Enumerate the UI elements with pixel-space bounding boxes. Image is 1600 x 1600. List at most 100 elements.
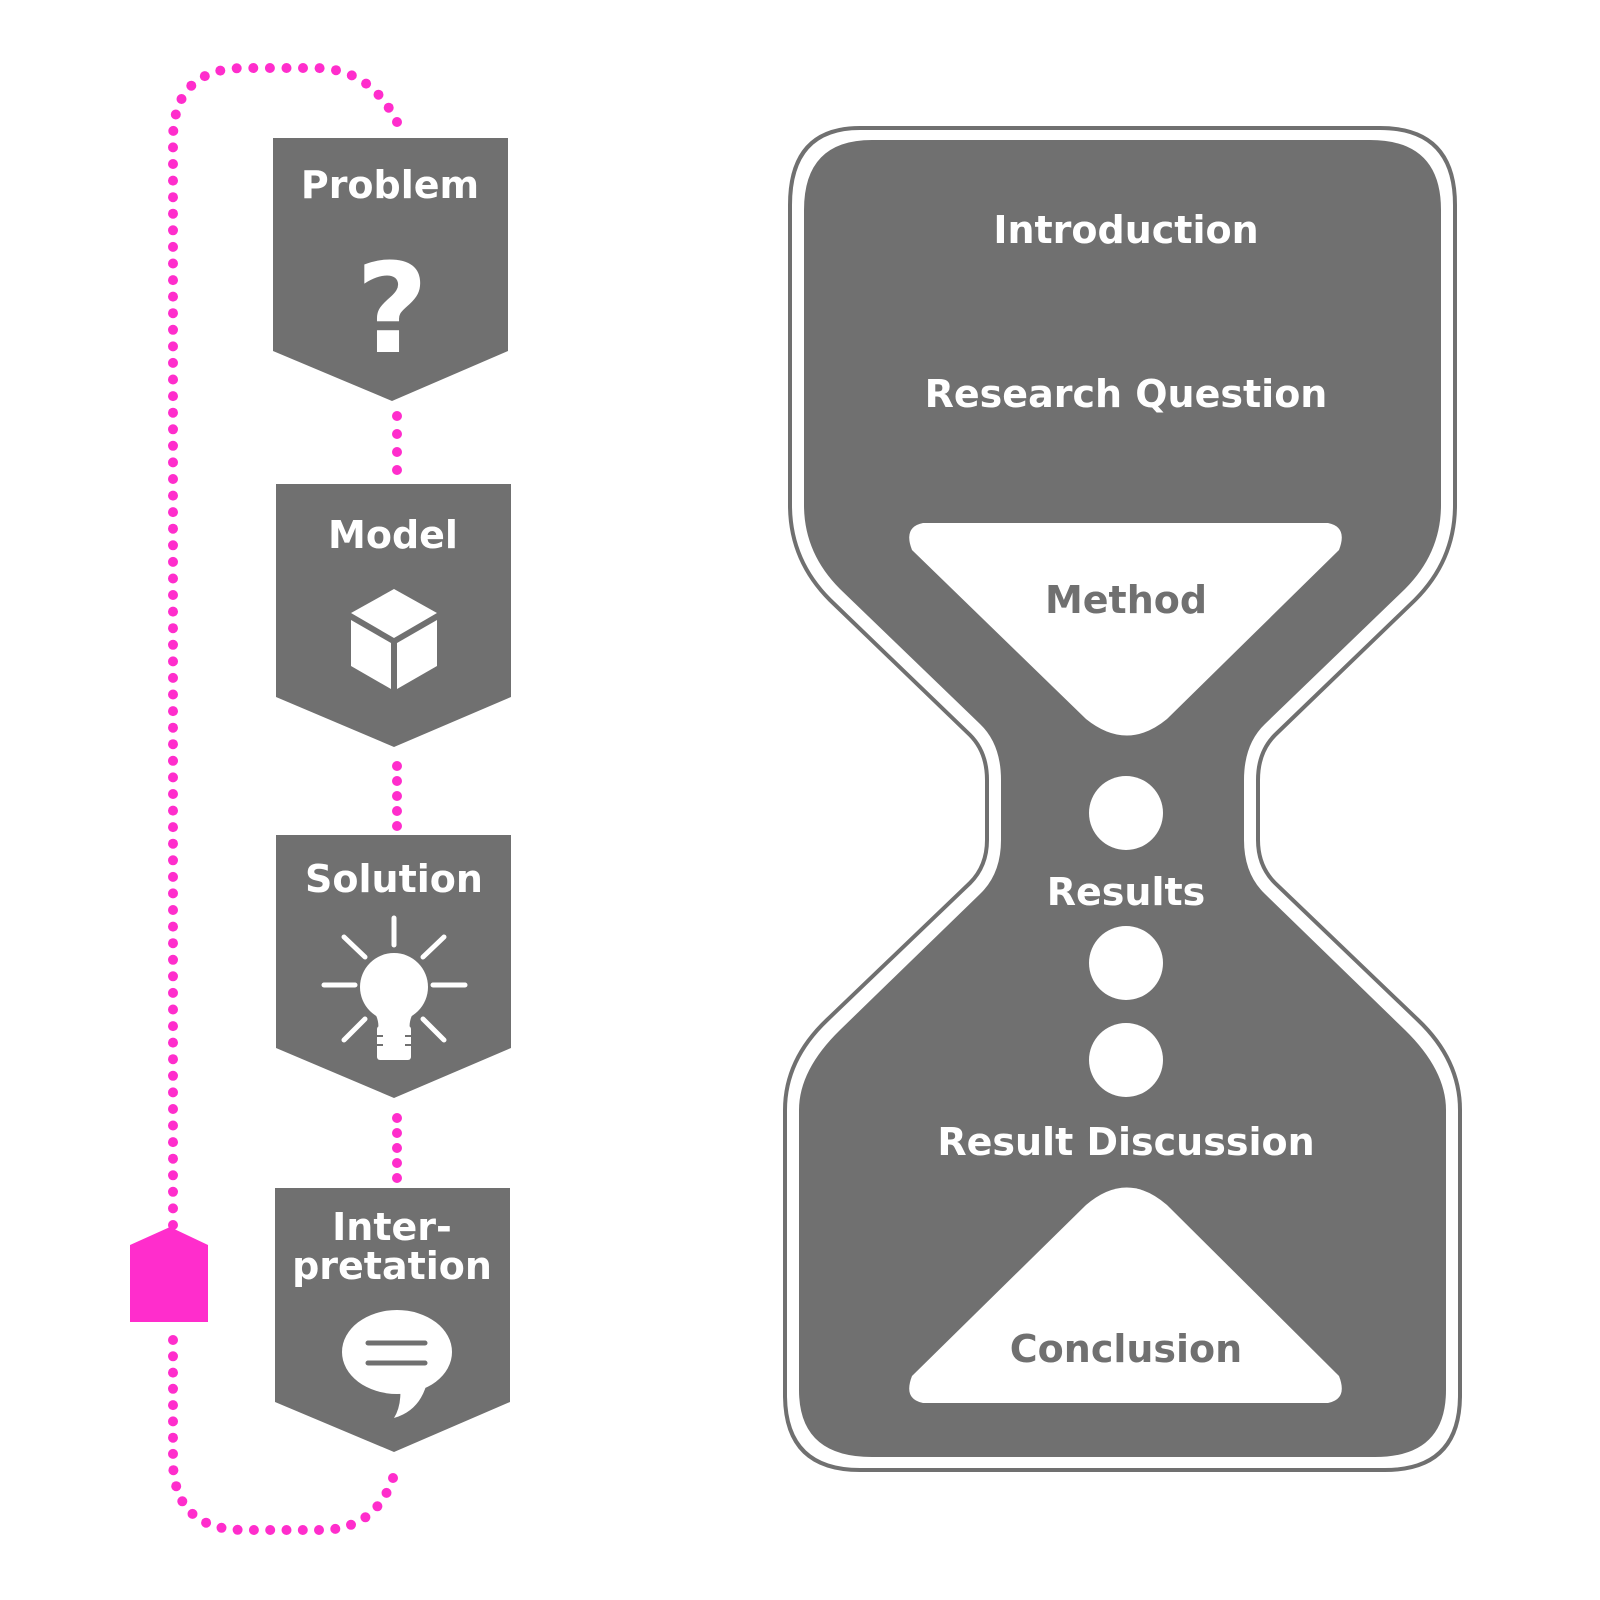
loop-dot	[168, 871, 178, 882]
loop-dot	[168, 987, 178, 998]
loop-dot	[168, 1170, 178, 1181]
loop-dot	[168, 142, 178, 153]
loop-dot	[281, 1525, 292, 1535]
conclusion-triangle	[909, 1187, 1342, 1403]
loop-dot	[168, 208, 178, 219]
loop-dot	[314, 1525, 324, 1535]
loop-dot	[168, 275, 178, 286]
sand-dot	[1089, 776, 1163, 850]
loop-dot	[281, 63, 292, 73]
loop-dot	[392, 465, 402, 475]
loop-dot	[168, 689, 178, 700]
loop-dot	[168, 606, 178, 617]
step-label-interpretation-line2: pretation	[292, 1244, 492, 1288]
loop-dot	[392, 761, 402, 771]
loop-dot	[168, 755, 178, 766]
loop-dot	[168, 672, 178, 683]
loop-dot	[392, 821, 402, 831]
sand-dot	[1089, 926, 1163, 1000]
loop-dot	[168, 225, 178, 236]
loop-dot	[168, 1383, 178, 1394]
loop-dot	[330, 1523, 341, 1534]
loop-dot	[231, 63, 242, 74]
loop-dot	[187, 1508, 198, 1519]
loop-dot	[168, 324, 178, 335]
loop-dot	[264, 63, 275, 73]
svg-text:?: ?	[356, 237, 429, 382]
loop-dot	[168, 391, 178, 402]
loop-dot	[168, 888, 178, 899]
loop-dot	[392, 776, 402, 786]
loop-dot	[232, 1524, 243, 1535]
dotted-loop-connector	[168, 63, 402, 1535]
loop-dot	[392, 1158, 402, 1168]
loop-dot	[168, 507, 178, 518]
loop-dot	[168, 474, 178, 484]
question-mark-icon: ?	[356, 237, 429, 382]
loop-dot	[168, 1203, 178, 1214]
loop-dot	[199, 71, 210, 82]
loop-dot	[331, 65, 341, 76]
step-label-problem: Problem	[301, 163, 479, 207]
loop-dot	[168, 1087, 178, 1098]
loop-dot	[168, 192, 178, 203]
loop-dot	[372, 1501, 383, 1512]
loop-dot	[168, 1400, 178, 1411]
loop-dot	[186, 80, 197, 91]
loop-dot	[248, 63, 259, 73]
loop-dot	[168, 590, 178, 600]
loop-dot	[168, 921, 178, 932]
loop-dot	[360, 1512, 371, 1523]
lightbulb-icon	[321, 915, 468, 1060]
loop-dot	[392, 1143, 402, 1153]
label-introduction: Introduction	[993, 208, 1258, 252]
loop-dot	[392, 1173, 402, 1183]
label-conclusion: Conclusion	[1010, 1327, 1242, 1371]
speech-bubble-icon	[342, 1310, 452, 1418]
method-funnel	[909, 523, 1342, 736]
loop-dot	[201, 1517, 212, 1528]
loop-dot	[168, 905, 178, 915]
loop-dot	[168, 241, 178, 252]
loop-dot	[168, 357, 178, 368]
loop-dot	[388, 1473, 398, 1483]
loop-dot	[216, 1522, 227, 1533]
loop-dot	[392, 1128, 402, 1138]
step-label-solution: Solution	[305, 857, 483, 901]
step-problem: Problem ?	[273, 138, 508, 401]
loop-dot	[168, 159, 178, 169]
loop-dot	[177, 1496, 188, 1507]
loop-dot	[168, 639, 178, 650]
loop-dot	[392, 806, 402, 816]
step-interpretation: Inter- pretation	[275, 1188, 510, 1452]
loop-dot	[168, 1351, 178, 1362]
loop-dot	[168, 457, 178, 468]
loop-dot	[168, 440, 178, 451]
loop-dot	[168, 1104, 178, 1114]
loop-dot	[381, 1487, 392, 1498]
loop-dot	[168, 1004, 178, 1015]
loop-arrow-marker	[130, 1227, 208, 1322]
hourglass: Introduction Research Question Method Re…	[783, 126, 1462, 1472]
loop-dot	[168, 722, 178, 733]
step-solution: Solution	[276, 835, 511, 1098]
loop-dot	[168, 341, 178, 352]
loop-dot	[168, 623, 178, 634]
loop-dot	[168, 822, 178, 833]
loop-dot	[168, 175, 178, 186]
loop-dot	[168, 805, 178, 816]
loop-dot	[168, 1120, 178, 1131]
loop-dot	[176, 94, 187, 104]
step-model: Model	[276, 484, 511, 747]
loop-dot	[168, 772, 178, 783]
loop-dot	[168, 490, 178, 501]
loop-dot	[248, 1525, 259, 1535]
loop-dot	[168, 1465, 179, 1476]
step-badge-shape	[273, 138, 508, 401]
label-result-discussion: Result Discussion	[937, 1120, 1314, 1164]
loop-dot	[168, 971, 178, 982]
loop-dot	[392, 447, 402, 457]
loop-dot	[168, 258, 178, 269]
loop-dot	[168, 789, 178, 799]
